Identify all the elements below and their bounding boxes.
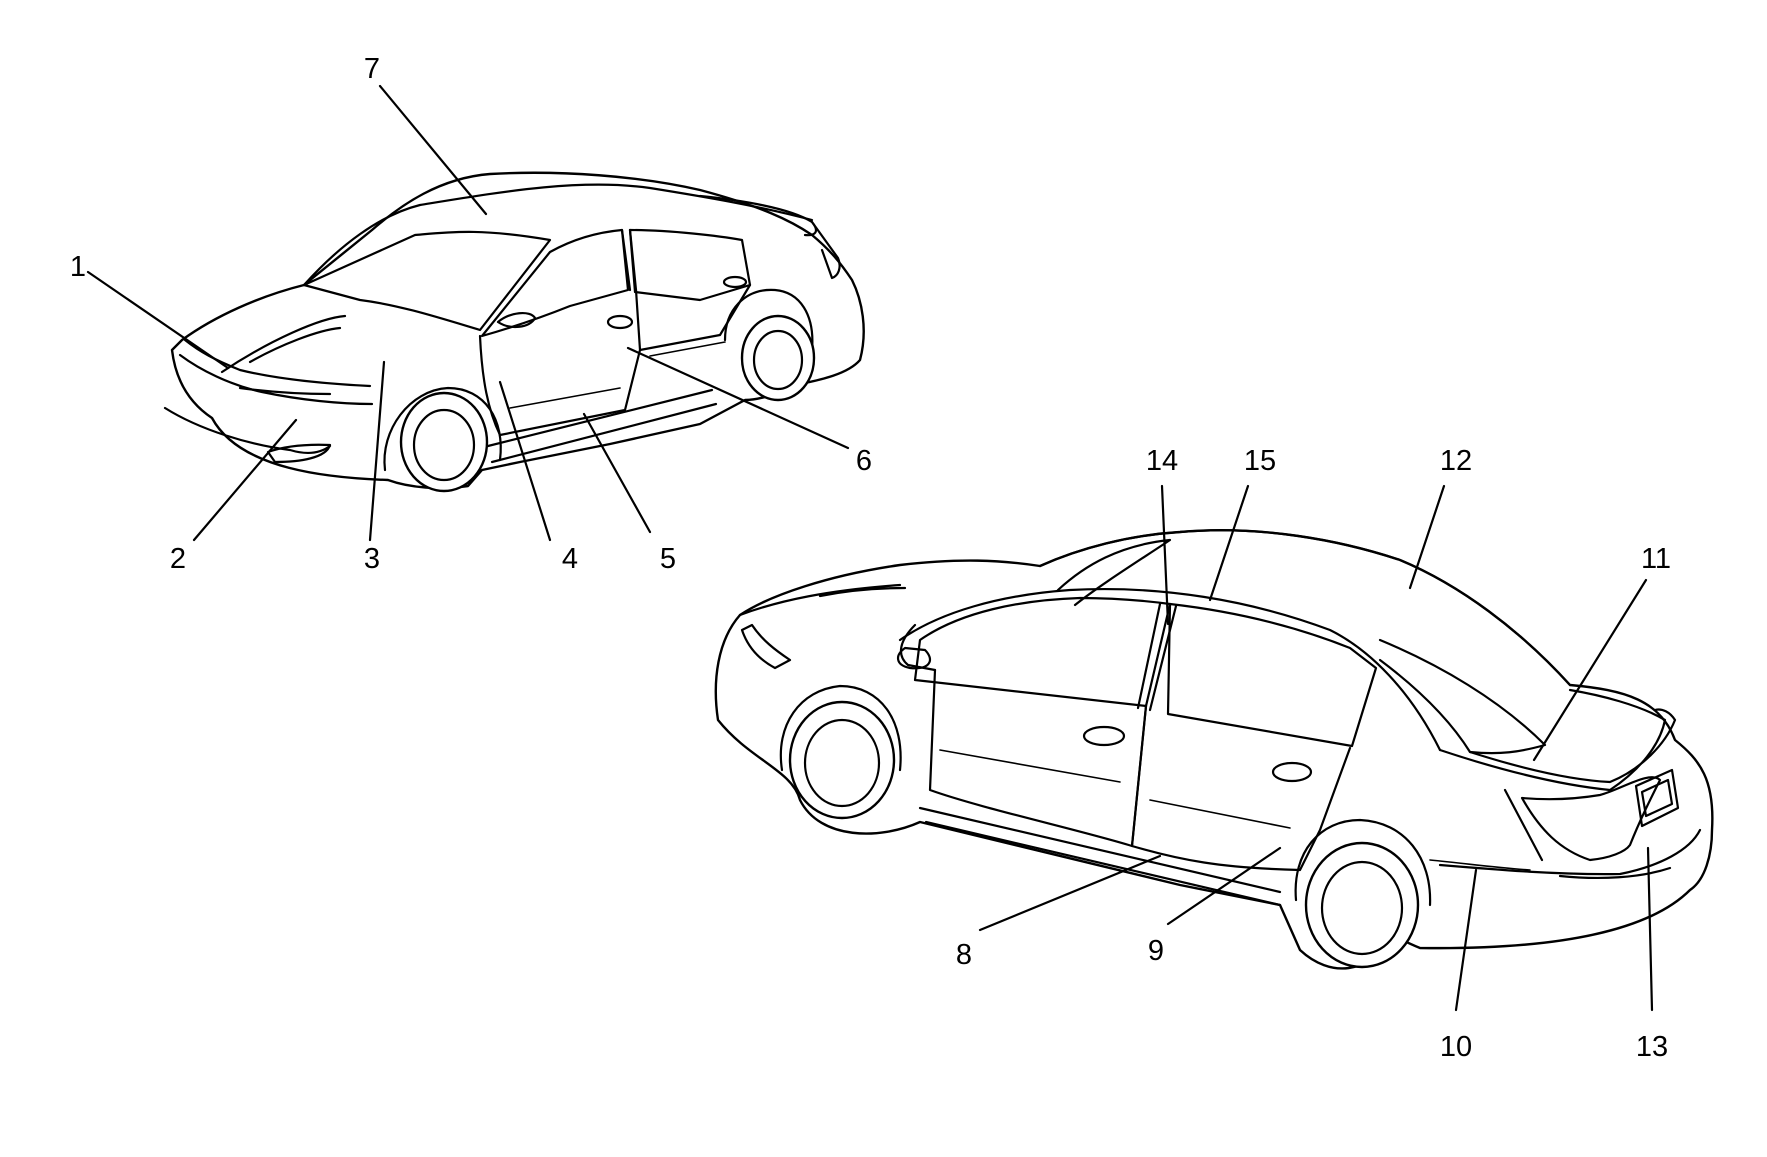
rear-car-rear-wheel	[1294, 818, 1432, 969]
callout-14: 14	[1146, 445, 1178, 477]
leader-15	[1208, 484, 1250, 602]
rear-car-rear-door-handle	[1271, 761, 1313, 783]
rear-car-hood	[738, 583, 907, 617]
rear-car-b-pillar	[1136, 602, 1178, 712]
leader-13	[1646, 846, 1654, 1012]
front-car-hood-edge	[183, 338, 372, 388]
callout-13: 13	[1636, 1031, 1668, 1063]
rear-view-car	[714, 529, 1714, 970]
leader-10	[1454, 868, 1478, 1012]
front-view-car	[163, 171, 865, 493]
rear-car-tail-light-inner	[1503, 788, 1544, 862]
leader-6	[626, 346, 850, 450]
rear-car-front-door	[928, 668, 1148, 848]
front-car-rear-wheel	[723, 288, 816, 402]
callout-15: 15	[1244, 445, 1276, 477]
rear-car-rear-bumper	[1438, 828, 1702, 879]
rear-car-rear-door	[1130, 704, 1352, 872]
leader-11	[1532, 578, 1648, 762]
front-car-rocker	[486, 388, 718, 464]
leader-9	[1166, 846, 1282, 926]
callout-11: 11	[1641, 543, 1671, 575]
rear-car-headlight	[740, 623, 792, 670]
rear-car-quarter-crease	[1429, 859, 1531, 871]
leader-5	[582, 412, 652, 534]
callout-1: 1	[70, 251, 86, 283]
callout-labels: 1 2 3 4 5 6 7 8 9 10 11 12 13 14 15	[70, 53, 1671, 1063]
callout-5: 5	[660, 543, 676, 575]
front-car-taillight	[810, 220, 841, 280]
front-car-body-crease	[509, 341, 726, 409]
callout-8: 8	[956, 939, 972, 971]
rear-car-rear-side-window	[1166, 602, 1378, 748]
rear-car-roof	[1038, 529, 1572, 687]
leader-7	[378, 84, 488, 216]
callout-6: 6	[856, 445, 872, 477]
rear-car-mirror	[897, 646, 932, 670]
front-car-body	[170, 171, 865, 490]
front-car-mirror	[496, 312, 537, 328]
callout-7: 7	[364, 53, 380, 85]
rear-car-window-frame	[898, 587, 1442, 752]
rear-car-door-crease	[939, 749, 1291, 829]
rear-car-front-side-window	[913, 596, 1172, 708]
front-car-hood-crease	[220, 314, 347, 374]
leader-14	[1160, 484, 1170, 626]
rear-car-rear-window	[1378, 638, 1547, 755]
leader-8	[978, 854, 1162, 932]
rear-car-license-plate	[1634, 768, 1680, 828]
rear-car-a-pillar	[899, 623, 937, 672]
front-car-fog-light	[266, 443, 332, 464]
leader-lines	[86, 84, 1654, 1012]
front-car-rear-window	[628, 228, 752, 302]
front-car-rear-door-handle	[722, 275, 748, 289]
front-car-front-wheel	[383, 386, 502, 493]
leader-1	[86, 270, 230, 370]
front-car-b-pillar	[620, 228, 638, 292]
rear-car-spoiler	[1468, 708, 1677, 784]
callout-12: 12	[1440, 445, 1472, 477]
rear-car-rocker	[918, 806, 1282, 907]
front-car-roof	[302, 183, 814, 287]
callout-9: 9	[1148, 935, 1164, 967]
callout-2: 2	[170, 543, 186, 575]
leader-4	[498, 380, 552, 542]
leader-12	[1408, 484, 1446, 590]
callout-4: 4	[562, 543, 578, 575]
front-car-grille	[178, 353, 374, 406]
front-car-windshield	[302, 230, 552, 332]
front-car-spoiler	[698, 194, 818, 237]
leader-2	[192, 418, 298, 542]
rear-car-front-wheel	[779, 684, 902, 820]
rear-car-windshield	[1056, 538, 1172, 607]
callout-10: 10	[1440, 1031, 1472, 1063]
callout-3: 3	[364, 543, 380, 575]
front-car-front-door-handle	[606, 314, 634, 330]
front-car-headlight	[238, 386, 332, 396]
front-car-rear-door	[638, 283, 752, 352]
rear-car-front-door-handle	[1082, 725, 1126, 747]
front-car-front-door	[478, 288, 642, 437]
leader-3	[368, 360, 386, 542]
